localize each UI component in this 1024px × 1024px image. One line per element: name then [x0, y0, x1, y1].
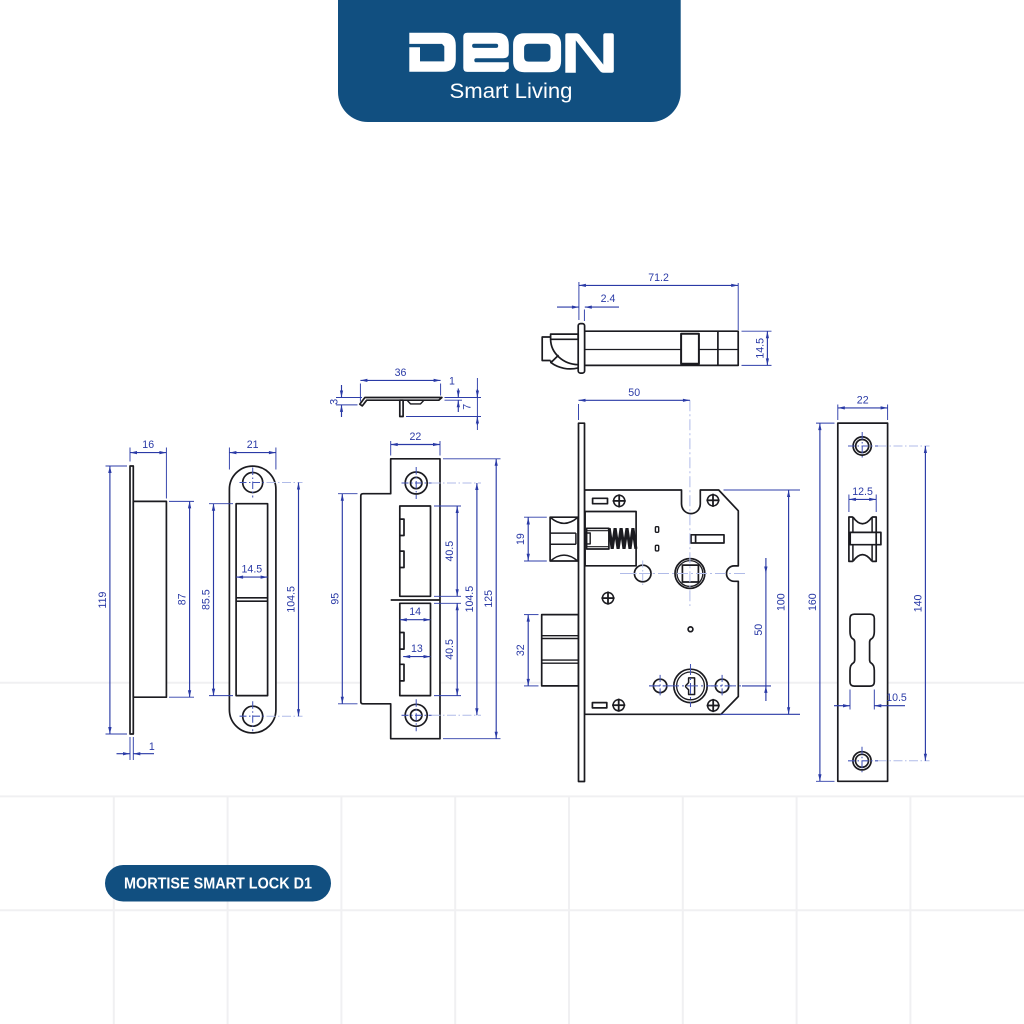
svg-text:1: 1 [449, 376, 455, 388]
svg-text:40.5: 40.5 [444, 639, 456, 660]
svg-text:14.5: 14.5 [754, 338, 766, 359]
svg-text:13: 13 [411, 643, 423, 655]
svg-text:14.5: 14.5 [242, 564, 263, 576]
svg-text:MORTISE SMART LOCK D1: MORTISE SMART LOCK D1 [124, 876, 312, 893]
svg-text:95: 95 [329, 593, 341, 605]
svg-text:40.5: 40.5 [444, 541, 456, 562]
svg-text:104.5: 104.5 [286, 586, 298, 613]
svg-text:1: 1 [149, 741, 155, 753]
svg-text:12.5: 12.5 [852, 486, 873, 498]
svg-text:100: 100 [776, 593, 788, 611]
svg-text:16: 16 [142, 439, 154, 451]
svg-text:32: 32 [515, 644, 527, 656]
svg-text:22: 22 [857, 394, 869, 406]
svg-text:119: 119 [97, 591, 109, 608]
svg-text:7: 7 [461, 404, 473, 410]
svg-text:50: 50 [753, 624, 765, 636]
svg-text:125: 125 [483, 590, 495, 608]
svg-text:50: 50 [628, 387, 640, 399]
svg-text:21: 21 [247, 439, 259, 451]
svg-text:10.5: 10.5 [886, 692, 907, 704]
svg-text:87: 87 [177, 593, 189, 605]
svg-text:71.2: 71.2 [648, 272, 669, 284]
svg-text:Smart Living: Smart Living [450, 79, 573, 103]
svg-text:104.5: 104.5 [464, 586, 476, 613]
svg-text:2.4: 2.4 [601, 293, 616, 305]
svg-text:14: 14 [409, 606, 421, 618]
svg-text:19: 19 [515, 533, 527, 545]
svg-text:140: 140 [912, 594, 924, 612]
svg-text:3: 3 [329, 399, 341, 405]
svg-text:160: 160 [807, 593, 819, 611]
svg-text:22: 22 [409, 431, 421, 443]
svg-text:85.5: 85.5 [201, 589, 213, 610]
svg-text:36: 36 [395, 367, 407, 379]
